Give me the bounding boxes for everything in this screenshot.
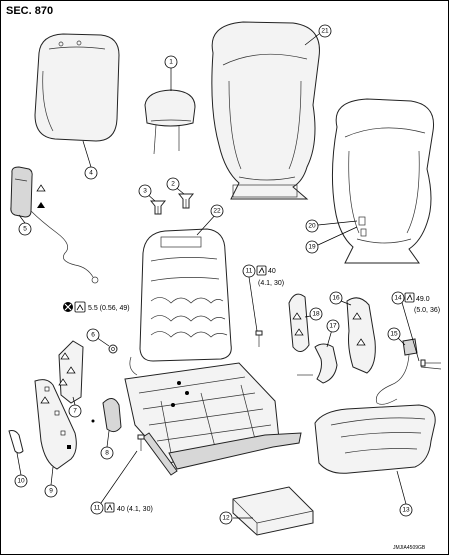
- callout-12: 12: [219, 511, 233, 525]
- torque-spec-right: 49.0 (5.0, 36): [404, 292, 440, 314]
- callout-19: 19: [305, 240, 319, 254]
- svg-text:(4.1, 30): (4.1, 30): [258, 280, 284, 287]
- callout-11-lower: 11: [90, 501, 104, 515]
- callout-15: 15: [387, 327, 401, 341]
- torque-spec-lower-bolt: 40 (4.1, 30): [104, 502, 153, 513]
- svg-text:10: 10: [17, 478, 25, 485]
- svg-text:3: 3: [143, 188, 147, 195]
- svg-text:7: 7: [73, 408, 77, 415]
- callout-3: 3: [138, 184, 152, 198]
- svg-text:49.0: 49.0: [416, 296, 430, 303]
- do-not-reuse-icon: [63, 302, 73, 312]
- callout-17: 17: [326, 319, 340, 333]
- callout-4: 4: [84, 166, 98, 180]
- svg-text:4: 4: [89, 170, 93, 177]
- svg-text:22: 22: [213, 208, 221, 215]
- callout-2: 2: [166, 177, 180, 191]
- callout-16: 16: [329, 291, 343, 305]
- part-5-airbag-module: [10, 166, 99, 284]
- part-1-headrest: [144, 89, 196, 155]
- svg-text:19: 19: [308, 244, 316, 251]
- part-12-cushion-pad: [232, 486, 314, 536]
- part-18-bracket: [288, 293, 310, 352]
- part-22-seat-frame: [124, 228, 302, 476]
- part-8-bracket: [91, 398, 122, 433]
- leader-lines: [16, 33, 420, 519]
- callout-21: 21: [318, 24, 332, 38]
- svg-text:(5.0, 36): (5.0, 36): [414, 307, 440, 314]
- part-21-seatback-trim: [211, 21, 320, 200]
- svg-text:11: 11: [246, 268, 253, 275]
- callout-5: 5: [18, 222, 32, 236]
- svg-text:16: 16: [332, 295, 340, 302]
- callout-18: 18: [309, 307, 323, 321]
- callout-9: 9: [44, 484, 58, 498]
- callout-6: 6: [86, 328, 100, 342]
- callout-14: 14: [391, 291, 405, 305]
- torque-spec-upper-bolt: 40 (4.1, 30): [256, 265, 284, 287]
- svg-text:9: 9: [49, 488, 53, 495]
- svg-text:18: 18: [312, 311, 320, 318]
- part-13-cushion-trim: [314, 404, 436, 474]
- torque-spec-upper-left: 5.5 (0.56, 49): [63, 301, 130, 313]
- svg-text:8: 8: [105, 450, 109, 457]
- part-2-headrest-guide: [177, 193, 195, 209]
- part-19-seatback-pad: [331, 98, 435, 264]
- svg-text:17: 17: [329, 323, 337, 330]
- callout-8: 8: [100, 446, 114, 460]
- svg-text:5.5 (0.56, 49): 5.5 (0.56, 49): [88, 305, 130, 312]
- callout-13: 13: [399, 503, 413, 517]
- callout-7: 7: [68, 404, 82, 418]
- svg-text:5: 5: [23, 226, 27, 233]
- bolt-11-upper: [255, 330, 263, 347]
- svg-text:11: 11: [94, 505, 101, 512]
- svg-text:15: 15: [390, 331, 398, 338]
- part-9-side-finisher: [34, 379, 77, 470]
- callout-22: 22: [210, 204, 224, 218]
- svg-text:6: 6: [91, 332, 95, 339]
- callout-10: 10: [14, 474, 28, 488]
- section-label: SEC. 870: [6, 5, 54, 17]
- part-3-headrest-guide: [149, 200, 167, 215]
- svg-text:40: 40: [268, 268, 276, 275]
- bolt-14: [420, 359, 441, 367]
- part-7-side-cover: [58, 340, 84, 404]
- reference-code: JMJIA4509GB: [393, 545, 426, 551]
- bolt-11-lower: [137, 434, 145, 451]
- part-10-knob: [8, 430, 24, 454]
- svg-text:13: 13: [402, 507, 410, 514]
- part-16-recliner-cover: [346, 297, 376, 374]
- svg-text:12: 12: [222, 515, 230, 522]
- svg-text:1: 1: [169, 59, 173, 66]
- svg-text:40 (4.1, 30): 40 (4.1, 30): [117, 506, 153, 513]
- callout-20: 20: [305, 219, 319, 233]
- part-15-harness: [375, 338, 442, 405]
- svg-text:20: 20: [308, 223, 316, 230]
- callout-1: 1: [164, 55, 178, 69]
- svg-text:21: 21: [321, 28, 329, 35]
- svg-text:2: 2: [171, 181, 175, 188]
- part-17-lever: [297, 343, 338, 384]
- part-6-clip: [108, 344, 118, 354]
- part-4-headrest-trim: [34, 33, 120, 142]
- callout-11-upper: 11: [242, 264, 256, 278]
- svg-text:14: 14: [394, 295, 402, 302]
